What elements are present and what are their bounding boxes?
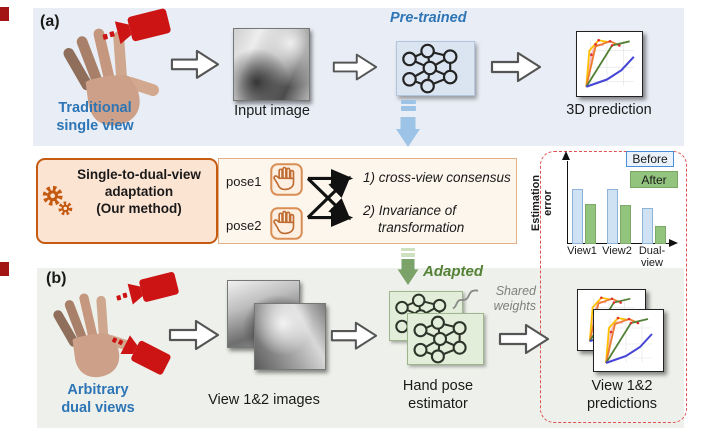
results-dashed-box bbox=[540, 151, 687, 423]
pretrained-label: Pre-trained bbox=[390, 10, 467, 26]
camera-icon bbox=[111, 335, 171, 375]
bar-before-view1 bbox=[572, 189, 583, 244]
camera-icon bbox=[102, 8, 171, 45]
down-arrow-green bbox=[397, 248, 419, 285]
input-image-caption: Input image bbox=[234, 103, 310, 119]
pretrained-network-box bbox=[396, 41, 475, 96]
x-tick-view2: View2 bbox=[602, 245, 632, 257]
pointer-squiggle-icon bbox=[452, 289, 479, 310]
view2-photo bbox=[254, 303, 326, 370]
right-arrow-icon bbox=[170, 49, 220, 79]
prediction-plot-view2 bbox=[593, 309, 664, 372]
shared-weights-pointer bbox=[452, 287, 480, 318]
constraint-2-line1: 2) Invariance of bbox=[363, 203, 457, 218]
page-bullet-marker-top bbox=[0, 7, 9, 21]
bar-after-view2 bbox=[620, 205, 631, 244]
cross-arrows bbox=[306, 167, 361, 234]
constraint-1: 1) cross-view consensus bbox=[363, 170, 511, 185]
gears bbox=[40, 184, 78, 227]
chart-y-axis-label: Estimation error bbox=[530, 174, 554, 232]
bar-after-view1 bbox=[585, 203, 596, 244]
camera-icon bbox=[116, 272, 179, 305]
pose1-label: pose1 bbox=[226, 174, 262, 189]
method-box bbox=[36, 158, 218, 244]
pose-consistency-panel bbox=[218, 158, 517, 244]
pose1-hand-box bbox=[270, 163, 303, 196]
right-arrow-icon bbox=[168, 319, 220, 351]
camera-a bbox=[97, 5, 176, 59]
bar-before-view2 bbox=[607, 189, 618, 244]
block-arrow-b2 bbox=[330, 320, 378, 356]
estimator-network-box-front bbox=[407, 313, 484, 365]
down-arrow-icon bbox=[396, 117, 420, 147]
pose2-hand-box bbox=[270, 207, 303, 240]
legend-before: Before bbox=[626, 151, 674, 167]
hand-image-a bbox=[39, 11, 176, 148]
constraint-2-line2: transformation bbox=[378, 220, 465, 235]
estimator-caption: Hand pose estimator bbox=[402, 378, 474, 412]
panel-a-source-label: Traditional single view bbox=[56, 100, 134, 134]
bar-after-dual-view bbox=[655, 225, 666, 244]
hand-icon bbox=[63, 28, 159, 126]
hand-pose-icon bbox=[270, 163, 303, 196]
camera-b-bottom bbox=[102, 325, 174, 384]
pose2-label: pose2 bbox=[226, 218, 262, 233]
right-arrow-icon bbox=[498, 323, 550, 355]
shared-weights-label: Shared weights bbox=[493, 284, 536, 313]
prediction-3d-plot bbox=[576, 31, 643, 97]
block-arrow-a2 bbox=[332, 52, 378, 87]
down-arrow-blue bbox=[396, 100, 420, 151]
prediction-3d-caption: 3D prediction bbox=[566, 102, 652, 118]
adapted-label: Adapted bbox=[423, 263, 483, 280]
skeleton-plot-icon bbox=[585, 38, 635, 88]
network-icon bbox=[413, 315, 467, 364]
predictions-caption: View 1&2 predictions bbox=[586, 378, 658, 412]
y-axis-arrow-icon bbox=[562, 151, 570, 160]
method-title: Single-to-dual-view adaptation (Our meth… bbox=[77, 167, 201, 216]
right-arrow-icon bbox=[490, 51, 542, 83]
network-icon bbox=[402, 43, 458, 94]
crossing-arrows-icon bbox=[306, 168, 354, 228]
down-arrow-icon bbox=[397, 259, 419, 285]
x-tick-dual-view: Dual-view bbox=[638, 245, 666, 269]
hand-pose-icon bbox=[270, 207, 303, 240]
right-arrow-icon bbox=[332, 53, 378, 81]
block-arrow-b3 bbox=[498, 322, 550, 361]
page-bullet-marker-bottom bbox=[0, 262, 9, 276]
camera-b-top bbox=[111, 269, 183, 319]
panel-b-label: (b) bbox=[46, 270, 67, 287]
panel-b-source-label: Arbitrary dual views bbox=[61, 382, 135, 416]
block-arrow-a3 bbox=[490, 50, 542, 89]
bar-before-dual-view bbox=[642, 208, 653, 244]
chart-bars bbox=[570, 184, 670, 244]
x-axis-arrow-icon bbox=[669, 239, 678, 247]
gear-icon bbox=[42, 185, 73, 216]
chart-x-ticks: View1 View2 Dual-view bbox=[567, 245, 674, 274]
input-image-photo bbox=[233, 28, 310, 101]
x-tick-view1: View1 bbox=[567, 245, 597, 257]
right-arrow-icon bbox=[330, 321, 378, 350]
legend-after: After bbox=[630, 171, 678, 188]
panel-a-label: (a) bbox=[40, 13, 60, 30]
chart-axes bbox=[567, 161, 671, 244]
view-images-caption: View 1&2 images bbox=[208, 392, 320, 408]
skeleton-plot-icon bbox=[605, 316, 653, 364]
block-arrow-b1 bbox=[168, 318, 220, 357]
block-arrow-a1 bbox=[170, 48, 220, 86]
